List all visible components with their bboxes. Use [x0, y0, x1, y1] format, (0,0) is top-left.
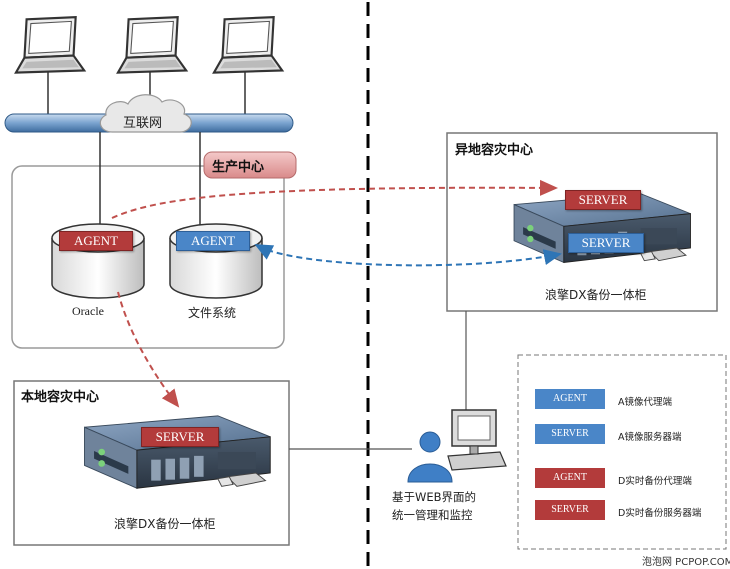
monitor-icon	[447, 409, 507, 471]
admin-label-line2: 统一管理和监控	[392, 508, 473, 522]
laptop-icon	[212, 16, 284, 74]
remote-caption: 浪擎DX备份一体柜	[545, 288, 647, 302]
legend-text: A镜像代理端	[618, 397, 672, 408]
admin-user-icon	[407, 431, 453, 483]
watermark: 泡泡网 PCPOP.COM	[642, 557, 730, 568]
production-center-tag	[203, 151, 297, 179]
legend-text: A镜像服务器端	[618, 432, 682, 443]
legend-server-blue: SERVER	[535, 424, 605, 444]
remote-server-tag-red: SERVER	[565, 190, 641, 210]
cloud-icon	[99, 94, 192, 133]
local-caption: 浪擎DX备份一体柜	[114, 517, 216, 531]
local-server-tag: SERVER	[141, 427, 219, 447]
fs-agent-tag: AGENT	[176, 231, 250, 251]
remote-center-title: 异地容灾中心	[455, 143, 534, 158]
admin-label-line1: 基于WEB界面的	[392, 490, 477, 504]
legend-agent-red: AGENT	[535, 468, 605, 488]
internet-label: 互联网	[123, 116, 163, 131]
production-center-title: 生产中心	[212, 160, 265, 175]
legend-server-red: SERVER	[535, 500, 605, 520]
filesystem-label: 文件系统	[188, 306, 237, 320]
local-center-title: 本地容灾中心	[21, 390, 100, 405]
legend-text: D实时备份代理端	[618, 476, 692, 487]
red-backup-arrow	[111, 179, 558, 219]
blue-mirror-arrow	[254, 244, 562, 267]
red-local-arrow	[117, 291, 180, 408]
legend-agent-blue: AGENT	[535, 389, 605, 409]
legend-text: D实时备份服务器端	[618, 508, 702, 519]
laptop-icon	[14, 16, 86, 74]
oracle-label: Oracle	[72, 304, 104, 318]
laptop-icon	[116, 16, 188, 74]
remote-server-tag-blue: SERVER	[568, 233, 644, 253]
oracle-agent-tag: AGENT	[59, 231, 133, 251]
